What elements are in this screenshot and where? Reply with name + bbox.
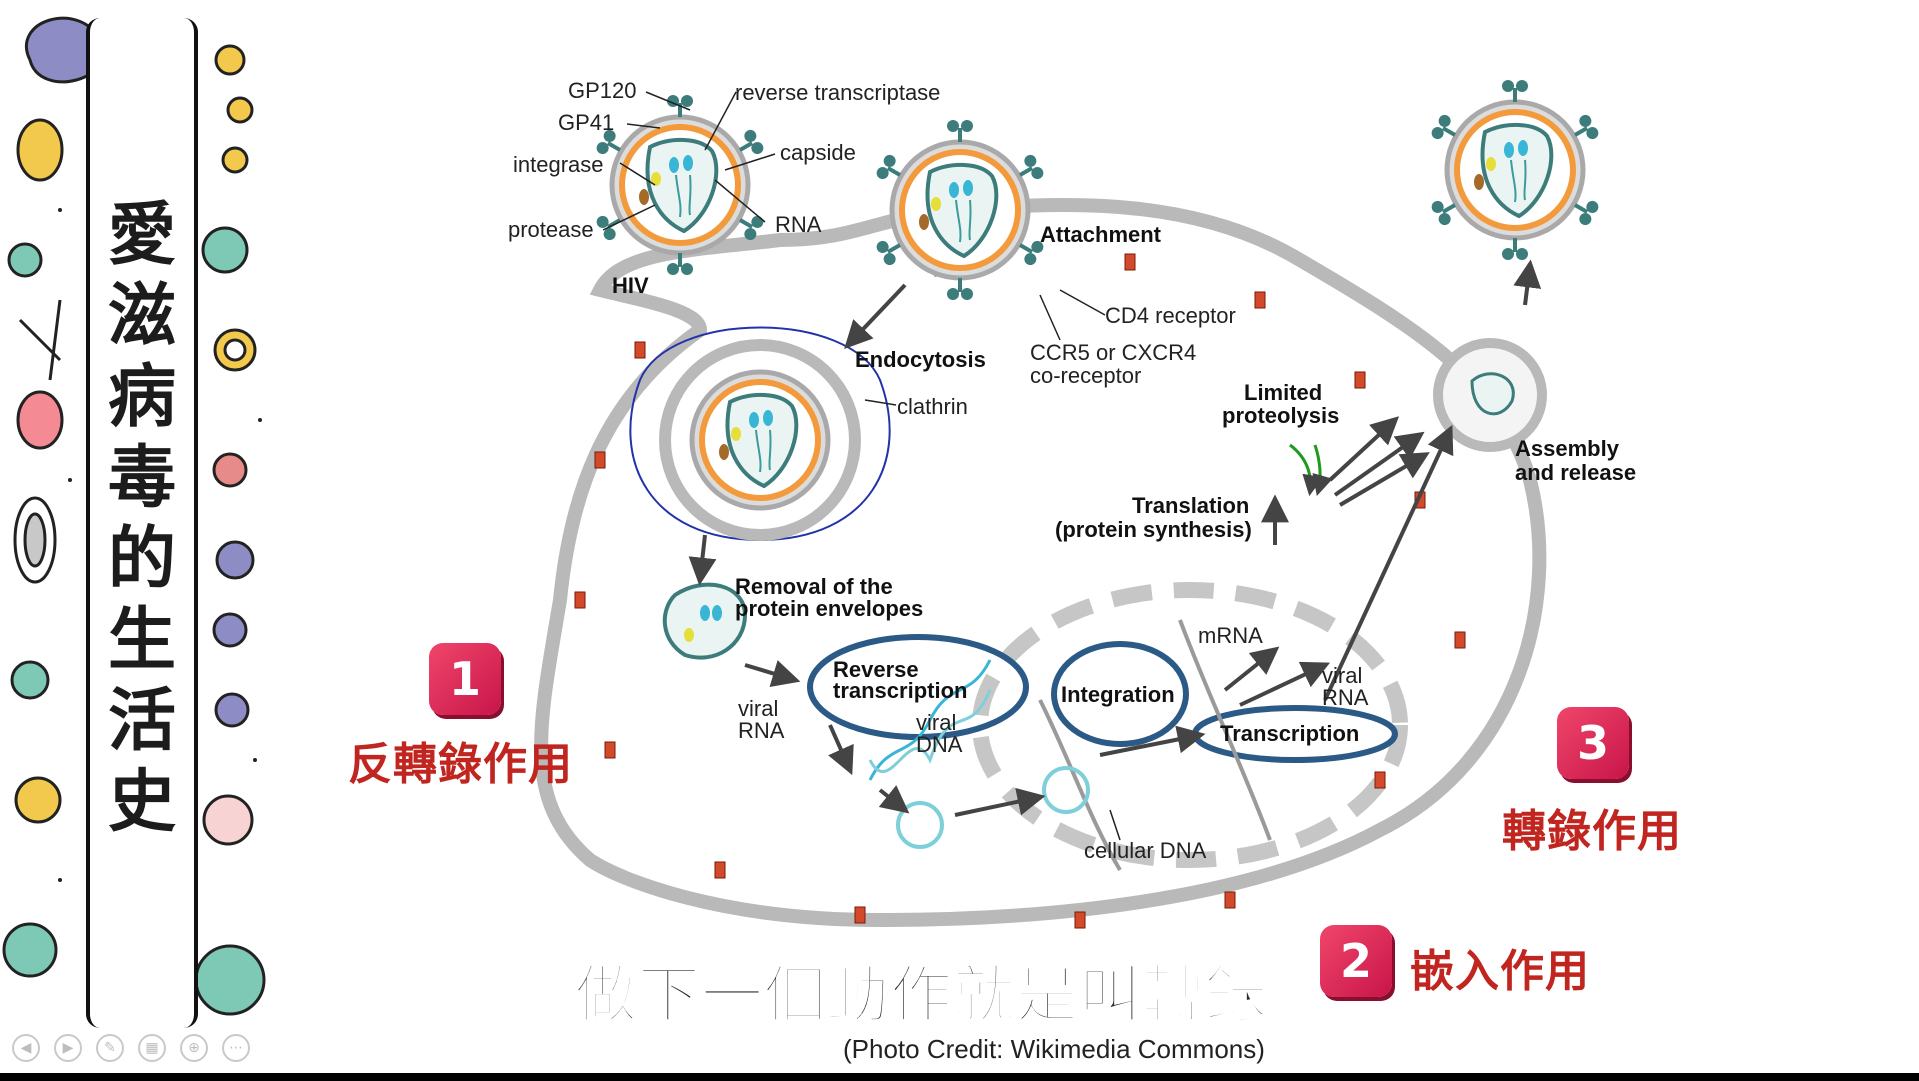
label-removal-2: protein envelopes — [735, 596, 923, 621]
label-hiv: HIV — [612, 273, 649, 298]
slide-title: 愛 滋 病 毒 的 生 活 史 — [96, 195, 188, 843]
label-protease: protease — [508, 217, 594, 242]
label-translation-1: Translation — [1132, 493, 1249, 518]
label-integrase: integrase — [513, 152, 604, 177]
title-char: 愛 — [107, 196, 176, 275]
title-char: 毒 — [107, 439, 176, 518]
title-char: 活 — [107, 682, 176, 761]
step-3-badge: 3 — [1557, 707, 1629, 779]
step-1-badge: 1 — [429, 643, 501, 715]
slides-icon[interactable]: ▦ — [138, 1034, 166, 1062]
video-subtitle: 做下一個動作就是叫轉錄 — [574, 957, 1269, 1032]
label-limited-2: proteolysis — [1222, 403, 1339, 428]
title-char: 的 — [107, 520, 176, 599]
label-viral-rna-2: RNA — [738, 718, 785, 743]
label-assembly-2: and release — [1515, 460, 1636, 485]
bottom-bar — [0, 1073, 1919, 1081]
label-attachment: Attachment — [1040, 222, 1162, 247]
label-viral-rna2-1: viral — [1322, 663, 1362, 688]
label-capside: capside — [780, 140, 856, 165]
title-char: 史 — [107, 763, 176, 842]
label-gp41: GP41 — [558, 110, 614, 135]
label-limited-1: Limited — [1244, 380, 1322, 405]
label-assembly-1: Assembly — [1515, 436, 1620, 461]
photo-credit: (Photo Credit: Wikimedia Commons) — [843, 1034, 1265, 1064]
label-viral-dna-1: viral — [916, 710, 956, 735]
label-translation-2: (protein synthesis) — [1055, 517, 1252, 542]
label-cd4-receptor: CD4 receptor — [1105, 303, 1236, 328]
nucleus — [972, 582, 1408, 868]
label-reverse-transcription-2: transcription — [833, 678, 967, 703]
step-2-badge: 2 — [1320, 925, 1392, 997]
label-viral-rna2-2: RNA — [1322, 685, 1369, 710]
more-icon[interactable]: ⋯ — [222, 1034, 250, 1062]
label-reverse-transcriptase: reverse transcriptase — [735, 80, 940, 105]
label-viral-rna-1: viral — [738, 696, 778, 721]
label-clathrin: clathrin — [897, 394, 968, 419]
presentation-controls: ◀ ▶ ✎ ▦ ⊕ ⋯ — [12, 1030, 250, 1066]
label-coreceptor-1: CCR5 or CXCR4 — [1030, 340, 1196, 365]
step-1-label: 反轉錄作用 — [348, 739, 573, 790]
step-3-label: 轉錄作用 — [1502, 806, 1682, 857]
pen-icon[interactable]: ✎ — [96, 1034, 124, 1062]
label-endocytosis: Endocytosis — [855, 347, 986, 372]
label-mrna: mRNA — [1198, 623, 1263, 648]
integration-ring — [1051, 641, 1189, 747]
title-char: 病 — [107, 358, 176, 437]
label-integration: Integration — [1061, 682, 1175, 707]
title-char: 滋 — [107, 277, 176, 356]
next-icon[interactable]: ▶ — [54, 1034, 82, 1062]
microbe-decoration — [2, 16, 266, 1016]
label-rna: RNA — [775, 212, 822, 237]
zoom-icon[interactable]: ⊕ — [180, 1034, 208, 1062]
label-gp120: GP120 — [568, 78, 637, 103]
label-reverse-transcription-1: Reverse — [833, 657, 919, 682]
label-transcription: Transcription — [1220, 721, 1359, 746]
label-coreceptor-2: co-receptor — [1030, 363, 1141, 388]
label-removal-1: Removal of the — [735, 574, 893, 599]
label-viral-dna-2: DNA — [916, 732, 963, 757]
label-cellular-dna: cellular DNA — [1084, 838, 1207, 863]
title-char: 生 — [107, 601, 176, 680]
title-panel — [86, 18, 198, 1028]
step-2-label: 嵌入作用 — [1410, 946, 1590, 997]
previous-icon[interactable]: ◀ — [12, 1034, 40, 1062]
